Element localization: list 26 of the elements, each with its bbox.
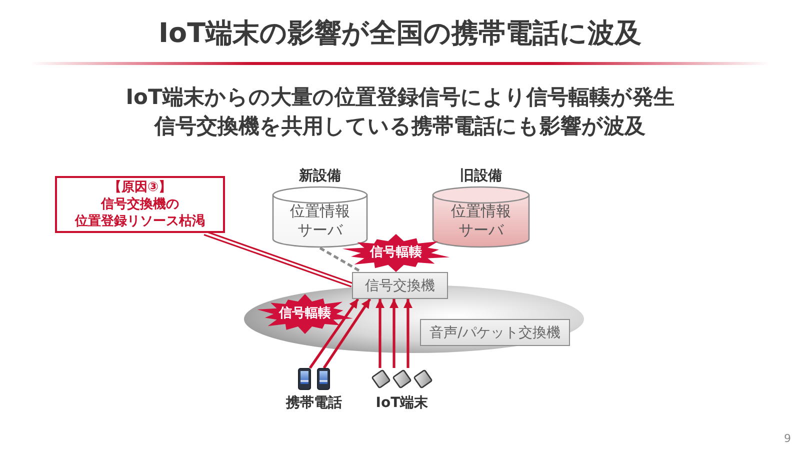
server-label: 位置情報サーバ (289, 202, 351, 240)
subtitle-line: 信号交換機を共用している携帯電話にも影響が波及 (154, 113, 646, 139)
device-label: IoT端末 (376, 395, 428, 412)
arrow (308, 298, 360, 369)
arrow (390, 299, 398, 368)
arrow (376, 299, 385, 368)
leader-line (203, 230, 354, 288)
server-label: 位置情報サーバ (450, 202, 512, 240)
callout-box (55, 176, 225, 233)
device-label: 携帯電話 (286, 395, 342, 412)
switch-label: 音声/パケット交換機 (430, 324, 560, 342)
arrow (403, 299, 412, 368)
callout-text: 信号交換機の位置登録リソース枯渇 (74, 196, 206, 230)
burst-label: 信号輻輳 (370, 245, 422, 261)
switch-box (352, 272, 448, 299)
callout-heading: 【原因③】 (108, 179, 172, 196)
slide-title: IoT端末の影響が全国の携帯電話に波及 (158, 17, 642, 50)
equipment-heading: 旧設備 (460, 168, 502, 184)
burst-label: 信号輻輳 (279, 306, 331, 322)
subtitle-line: IoT端末からの大量の位置登録信号により信号輻輳が発生 (126, 84, 674, 110)
switch-label: 信号交換機 (365, 276, 435, 294)
equipment-heading: 新設備 (299, 168, 341, 184)
arrow (322, 298, 372, 369)
page-number: 9 (784, 432, 791, 445)
dashed-line (319, 246, 362, 274)
switch-box (420, 319, 570, 346)
